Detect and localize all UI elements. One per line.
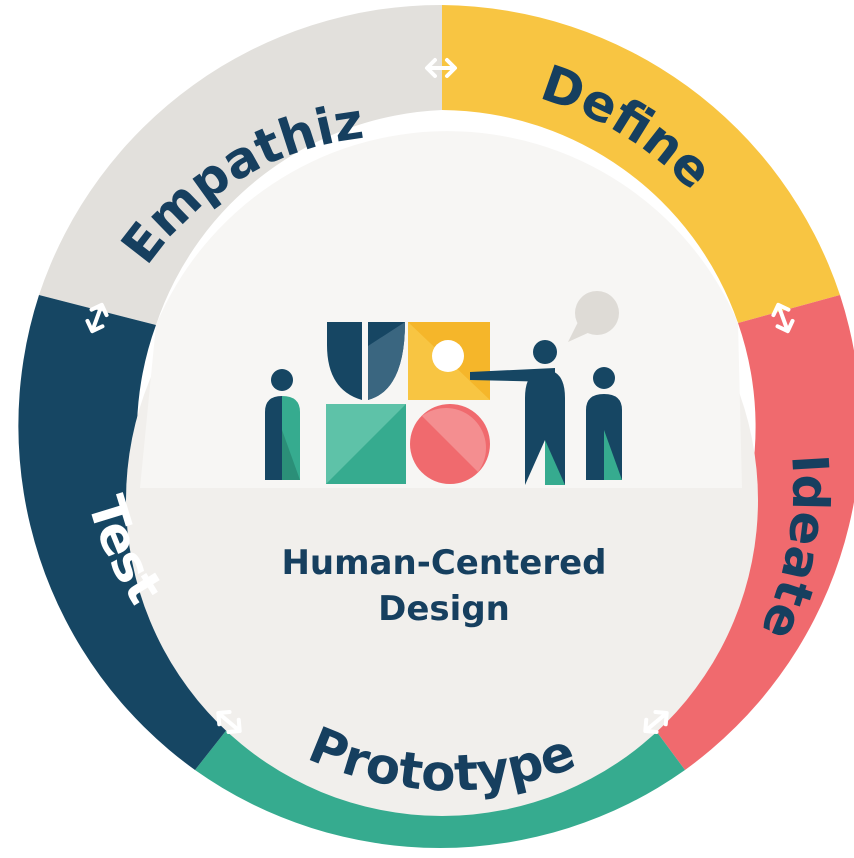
coral-circle-icon: [410, 404, 490, 484]
person-left-icon: [265, 369, 300, 480]
green-square-icon: [326, 404, 406, 484]
center-title-line2: Design: [378, 589, 510, 629]
speech-bubble-icon: [568, 291, 619, 342]
person-right-icon: [586, 367, 622, 480]
ring-segment-empathize: [39, 4, 442, 326]
team-collaboration-icon: [265, 291, 622, 485]
ring-segment-define: [442, 5, 840, 323]
person-pointing-icon: [470, 340, 565, 485]
yellow-square-icon: [408, 322, 490, 400]
center-title-line1: Human-Centered: [281, 543, 606, 583]
leaf-shapes-icon: [327, 322, 405, 400]
